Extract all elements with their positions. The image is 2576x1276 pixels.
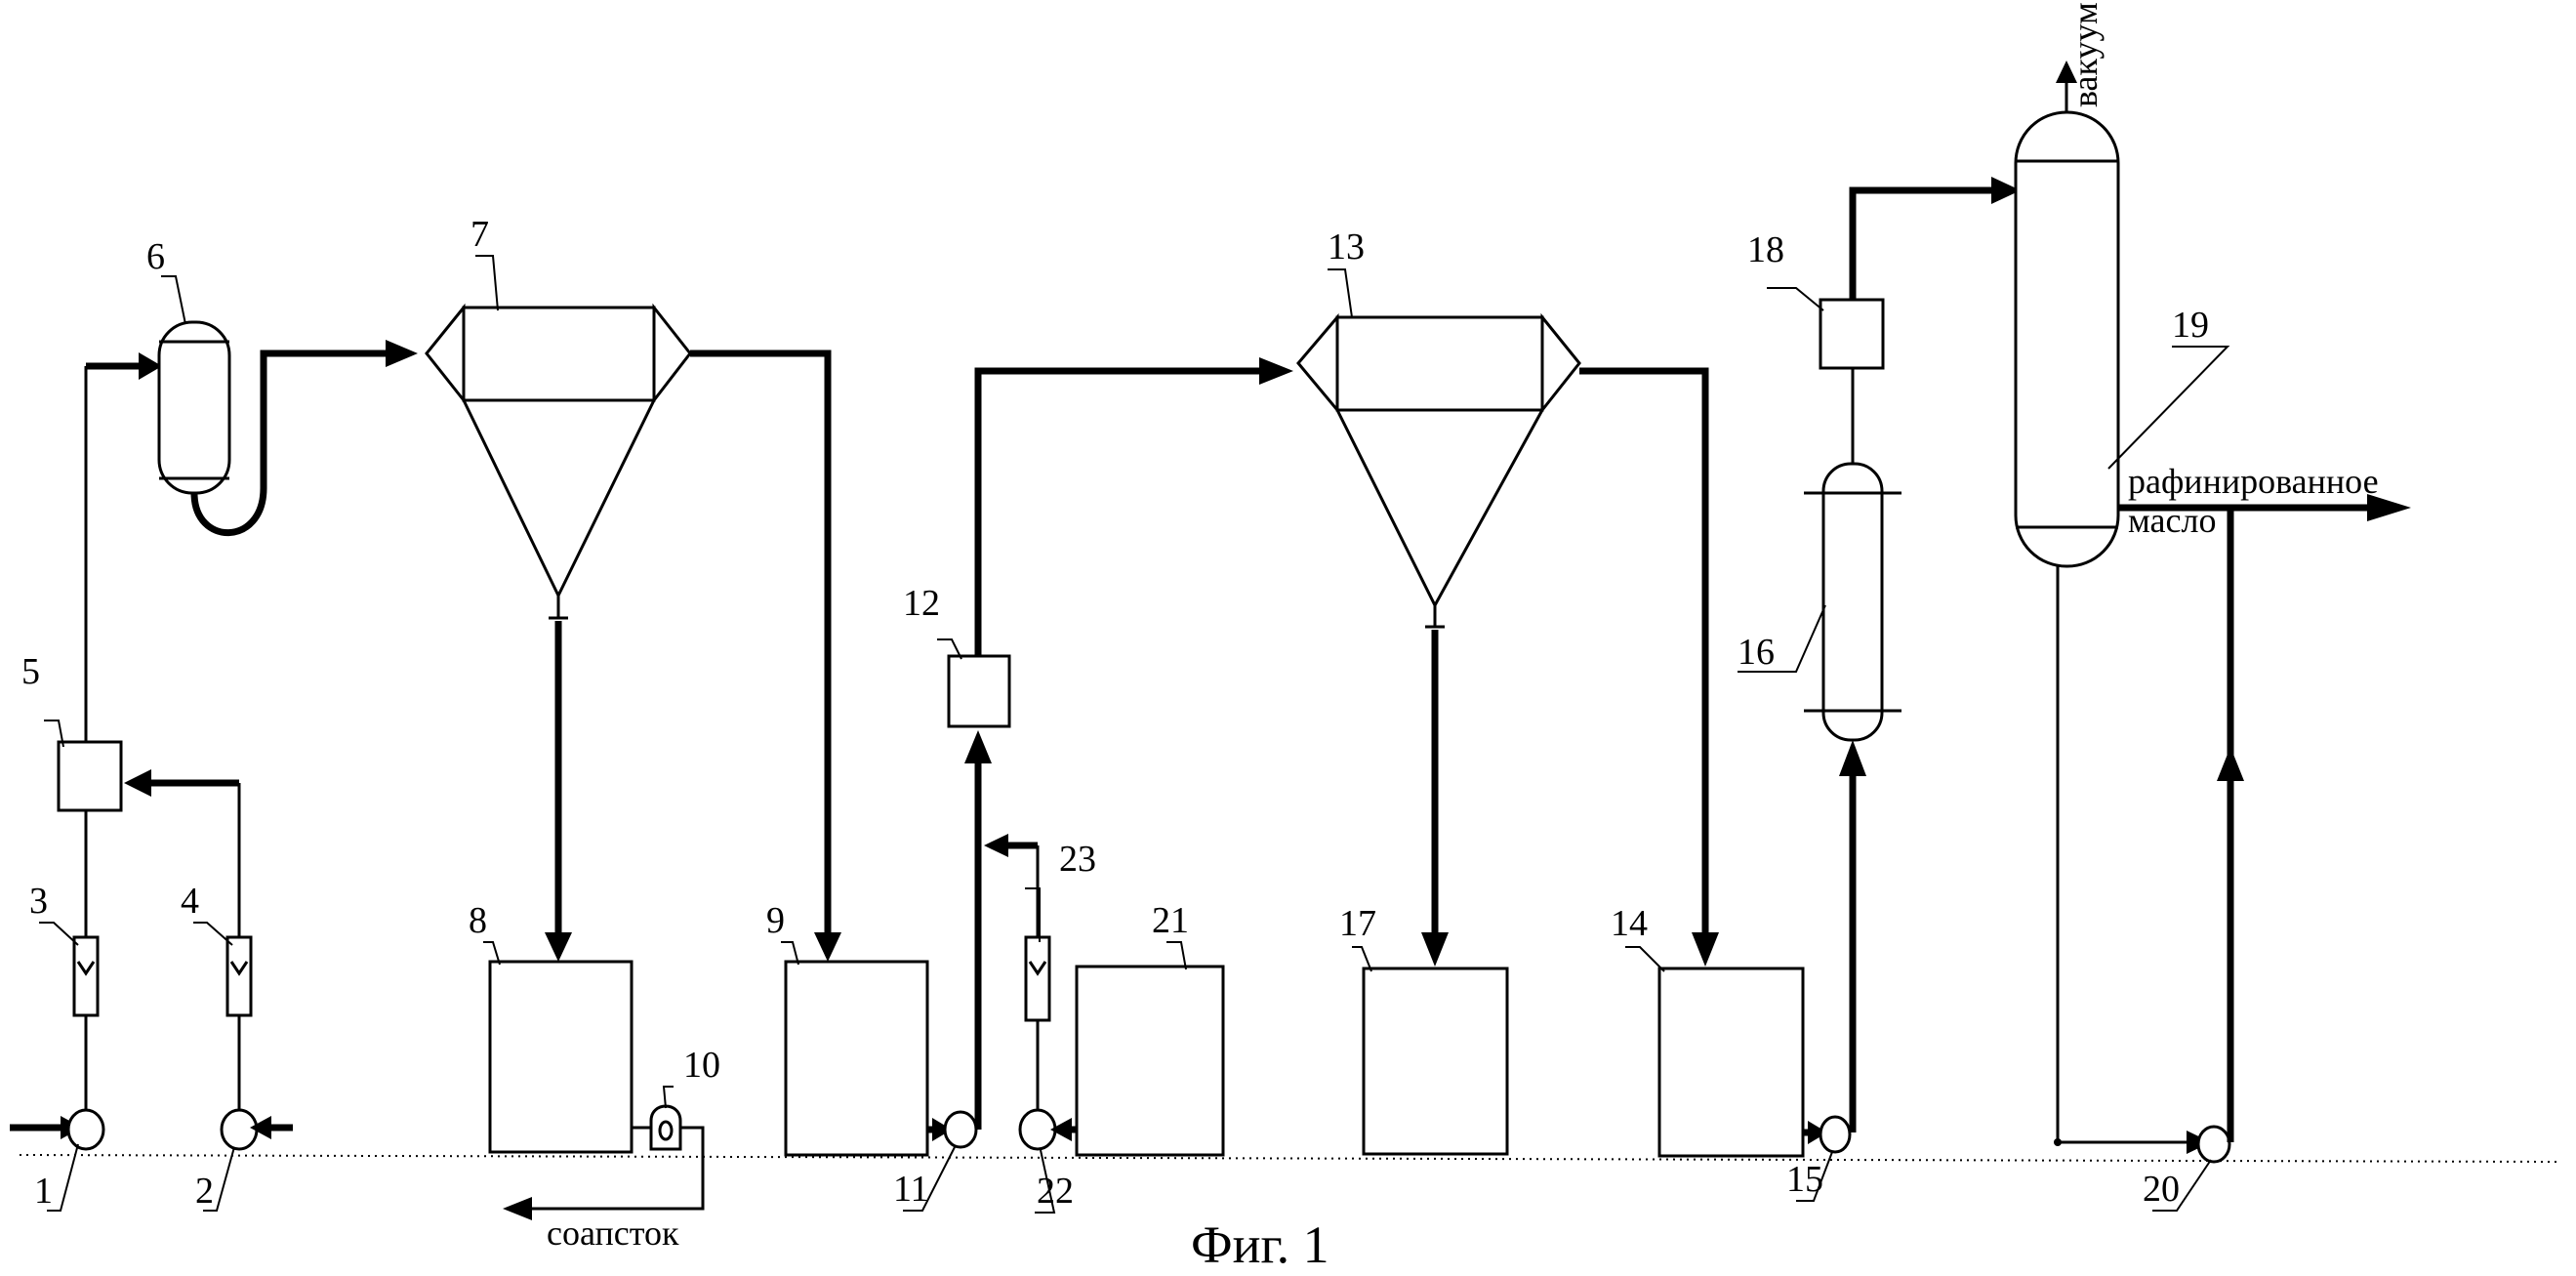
label-5: 5 — [21, 651, 40, 692]
arrow-into-heater-16 — [1839, 740, 1866, 776]
pump-11 — [943, 1110, 978, 1149]
column-19 — [2014, 110, 2120, 568]
arrow-into-mixer-5 — [124, 769, 151, 797]
arrow-into-pump-2 — [250, 1116, 271, 1139]
soapstock-arrow — [503, 1197, 532, 1220]
valve-10 — [649, 1104, 682, 1151]
label-14: 14 — [1611, 903, 1648, 944]
separator-13 — [1296, 312, 1581, 629]
refined-oil-arrow — [2367, 494, 2411, 521]
label-6: 6 — [146, 236, 165, 277]
label-10: 10 — [683, 1045, 720, 1086]
arrow-into-column-19 — [1991, 177, 2021, 204]
arrow-into-separator-7 — [386, 340, 418, 367]
arrow-into-vessel-6 — [139, 352, 162, 380]
arrow-into-separator-13 — [1259, 357, 1293, 385]
tank-9 — [784, 960, 929, 1157]
flowmeter-4 — [225, 935, 253, 1017]
label-refined-oil-line1: рафинированное — [2128, 462, 2379, 501]
figure-caption: Фиг. 1 — [1191, 1215, 1329, 1274]
arrow-into-tank-14 — [1692, 932, 1719, 967]
pipe-column19-to-pump20 — [2056, 566, 2187, 1144]
tank-14 — [1657, 967, 1805, 1158]
flowmeter-3 — [72, 935, 100, 1017]
mixer-18 — [1819, 298, 1885, 370]
arrow-pump20-up — [2217, 747, 2244, 781]
label-17: 17 — [1339, 903, 1376, 944]
pump-1 — [66, 1108, 105, 1151]
label-11: 11 — [893, 1169, 929, 1210]
tank-17 — [1362, 967, 1509, 1156]
label-22: 22 — [1037, 1171, 1074, 1212]
label-3: 3 — [29, 881, 48, 922]
soapstock-drain — [522, 1126, 705, 1211]
label-2: 2 — [195, 1171, 214, 1212]
label-12: 12 — [903, 583, 940, 624]
heater-16 — [1804, 462, 1901, 742]
label-soapstock: соапсток — [547, 1214, 679, 1253]
pipe-mixer12-to-separator13 — [974, 367, 1259, 656]
mixer-5 — [57, 740, 123, 812]
pump-20 — [2196, 1125, 2231, 1164]
pipe-mixer18-to-column19 — [1849, 186, 1991, 300]
tank-8 — [488, 960, 634, 1154]
label-15: 15 — [1786, 1159, 1823, 1200]
pipe-separator7-to-tank9 — [690, 350, 832, 937]
label-19: 19 — [2172, 305, 2209, 346]
arrow-into-pump-15 — [1808, 1121, 1827, 1144]
label-13: 13 — [1328, 226, 1365, 268]
label-7: 7 — [470, 214, 489, 255]
vacuum-arrow — [2056, 61, 2077, 83]
arrow-into-pump-22 — [1050, 1118, 1072, 1141]
arrow-into-tank-9 — [814, 932, 841, 962]
label-21: 21 — [1152, 900, 1189, 941]
arrow-into-line-12 — [984, 834, 1008, 857]
label-refined-oil-line2: масло — [2128, 501, 2216, 540]
pump-2 — [220, 1108, 259, 1151]
ground-line — [19, 1154, 2558, 1163]
pump-15 — [1819, 1115, 1852, 1154]
arrow-into-pump-11 — [932, 1118, 952, 1141]
label-9: 9 — [766, 900, 785, 941]
label-20: 20 — [2143, 1169, 2180, 1210]
label-23: 23 — [1059, 839, 1096, 880]
label-8: 8 — [469, 900, 487, 941]
mixer-12 — [947, 654, 1011, 728]
pipe-vessel6-to-separator7 — [190, 350, 390, 537]
flowmeter-23 — [1024, 935, 1051, 1022]
label-16: 16 — [1738, 632, 1775, 673]
arrow-into-mixer-12 — [964, 730, 992, 763]
label-4: 4 — [181, 881, 199, 922]
pipe-separator13-to-tank14 — [1579, 367, 1709, 937]
arrow-into-tank-17 — [1421, 932, 1449, 967]
pump-22 — [1018, 1108, 1057, 1151]
leader-lines — [39, 255, 2230, 1214]
vessel-6 — [157, 320, 231, 495]
junction-dot — [2054, 1138, 2062, 1146]
arrow-into-tank-8 — [545, 932, 572, 962]
label-1: 1 — [34, 1171, 53, 1212]
label-18: 18 — [1747, 229, 1784, 270]
separator-7 — [425, 303, 692, 620]
label-vacuum: вакуум — [2065, 2, 2105, 107]
tank-21 — [1075, 965, 1225, 1157]
